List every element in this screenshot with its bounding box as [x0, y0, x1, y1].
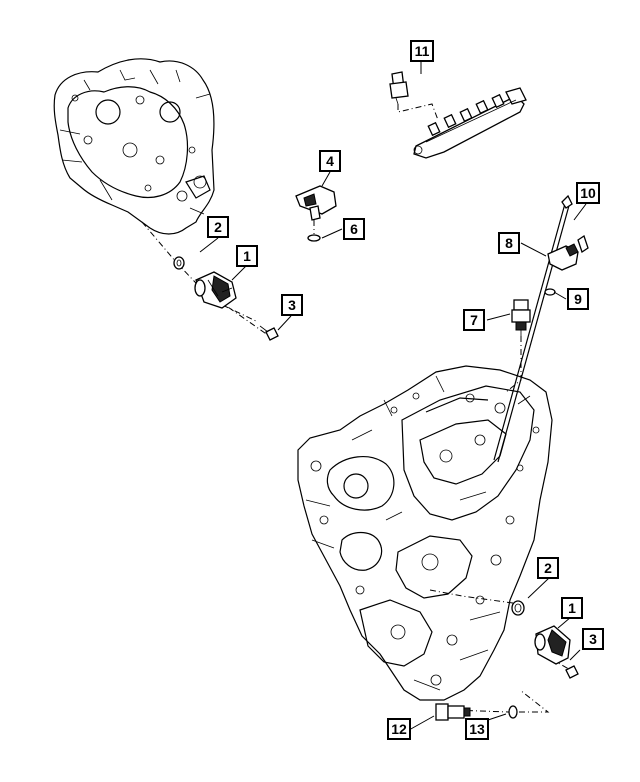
engine-front-cover-upper [53, 58, 215, 235]
sensor-upper [194, 271, 237, 309]
sensor-lower [534, 625, 571, 665]
callout-6: 6 [343, 218, 365, 240]
callout-11: 11 [410, 40, 434, 62]
callout-7: 7 [463, 309, 485, 331]
tube-item-10 [493, 194, 573, 463]
sensor-item-7 [511, 299, 531, 336]
seal-ring-upper [173, 256, 185, 270]
sensor-item-12 [435, 703, 471, 721]
callout-8: 8 [498, 232, 520, 254]
callout-13: 13 [465, 718, 489, 740]
seal-ring-lower [511, 600, 525, 616]
fuel-rail [413, 87, 527, 159]
o-ring-item-6 [307, 234, 321, 242]
callout-3-upper: 3 [281, 294, 303, 316]
callout-1-upper: 1 [236, 245, 258, 267]
callout-3-lower: 3 [582, 628, 604, 650]
callout-2-lower: 2 [537, 557, 559, 579]
callout-12: 12 [387, 718, 411, 740]
callout-1-lower: 1 [561, 597, 583, 619]
o-ring-item-13 [508, 705, 518, 719]
sensor-item-4 [295, 185, 337, 221]
callout-2-upper: 2 [207, 216, 229, 238]
callout-9: 9 [567, 288, 589, 310]
leader-lines [199, 62, 587, 731]
sensor-item-8 [547, 234, 589, 271]
bolt-lower [565, 665, 579, 679]
bolt-upper [259, 325, 279, 341]
fuel-pressure-sensor [389, 71, 409, 105]
engine-block-lower [297, 365, 553, 701]
callout-10: 10 [576, 182, 600, 204]
o-ring-item-9 [544, 288, 556, 296]
callout-4: 4 [319, 150, 341, 172]
